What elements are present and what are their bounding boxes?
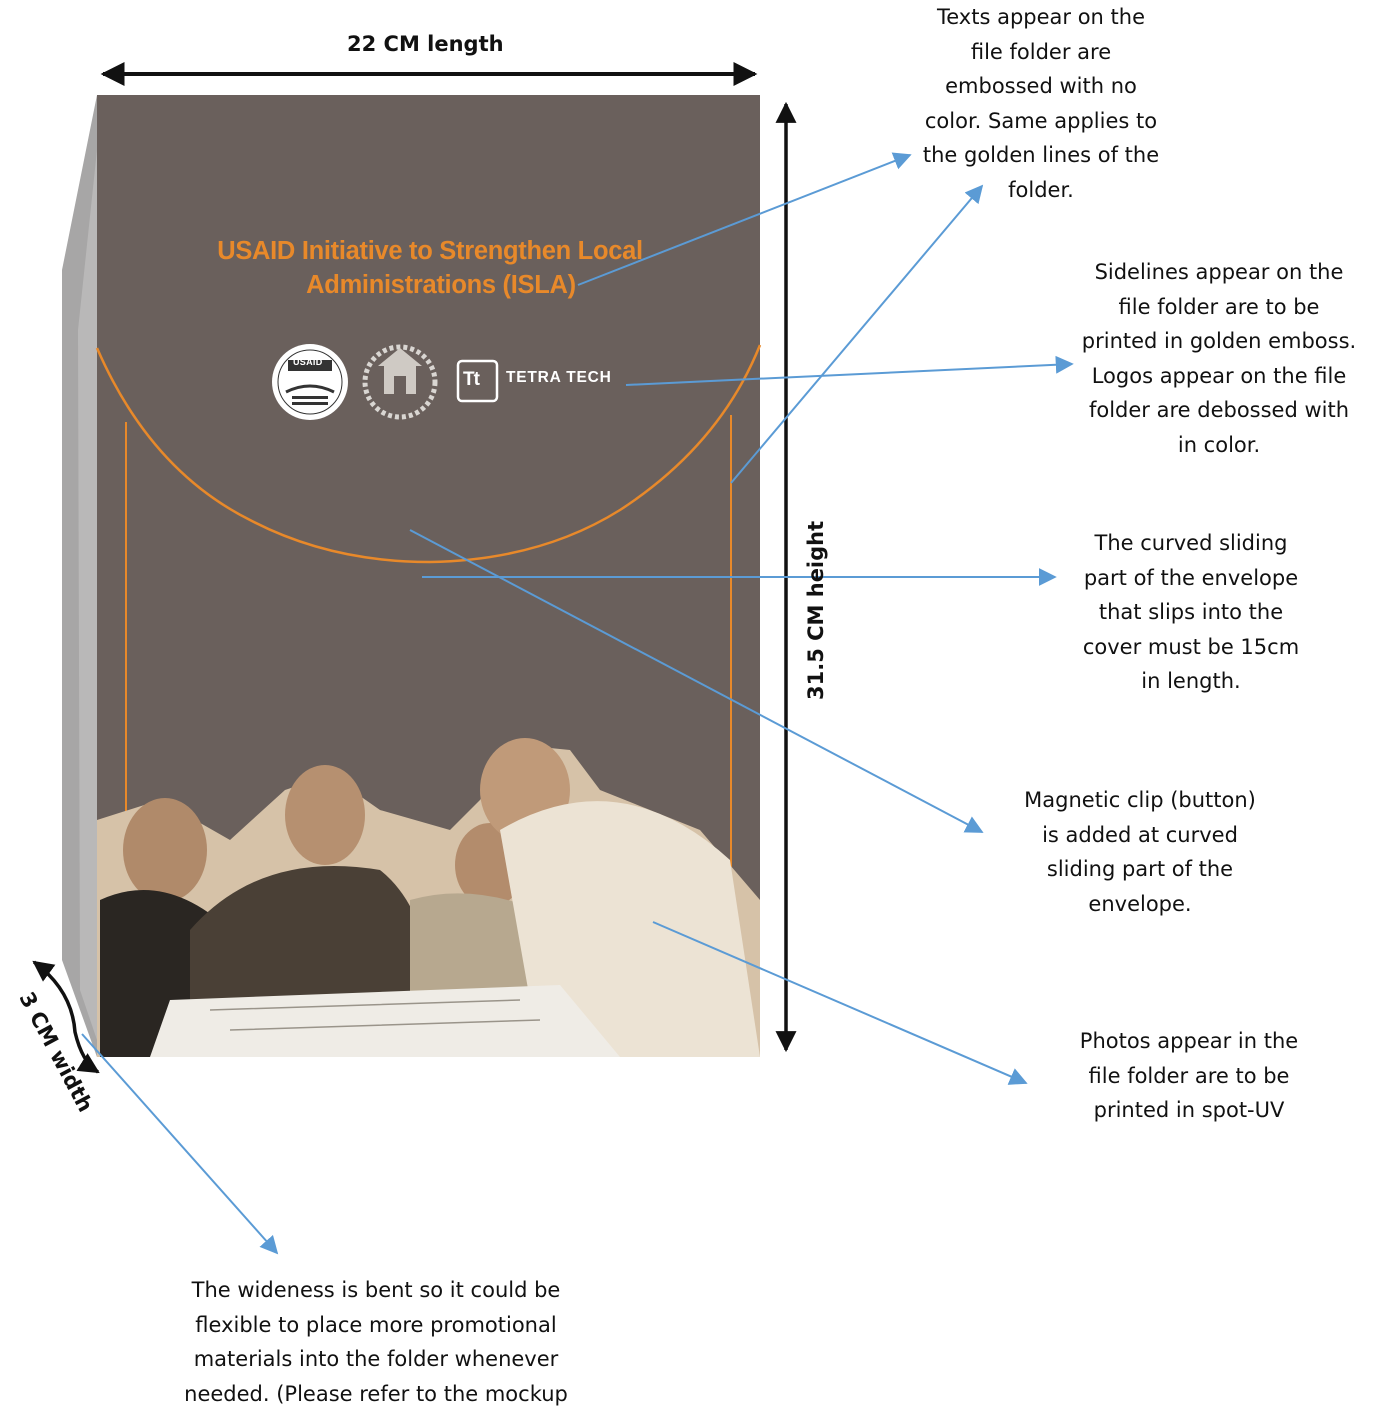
tetratech-logo — [456, 359, 499, 403]
sidelines-line: Sidelines appear on the — [1094, 260, 1344, 284]
photos-line: printed in spot-UV — [1093, 1098, 1285, 1123]
wideness-line: The wideness is bent so it could be — [191, 1278, 561, 1302]
height-label: 31.5 CM height — [804, 520, 828, 700]
curved-part-line: part of the envelope — [1083, 565, 1299, 590]
arrow-to-wideness-note — [81, 1033, 279, 1255]
folder-spine-highlight — [78, 150, 97, 1040]
wideness-line: materials into the folder whenever — [193, 1347, 559, 1372]
tetratech-logo-mark: Tt — [463, 369, 480, 390]
magnetic-clip-line: sliding part of the — [1046, 857, 1234, 882]
curved-part-line: The curved sliding — [1094, 531, 1288, 555]
sidelines-line: in color. — [1177, 432, 1261, 457]
arrow-to-emboss-note-1 — [577, 152, 912, 286]
magnetic-clip-note: Magnetic clip (button) is added at curve… — [1010, 783, 1270, 921]
usaid-logo — [272, 344, 348, 420]
wideness-line: needed. (Please refer to the mockup — [184, 1381, 568, 1406]
sidelines-note: Sidelines appear on the file folder are … — [1074, 255, 1364, 463]
wideness-line: flexible to place more promotional — [195, 1312, 557, 1337]
sidelines-line: printed in golden emboss. — [1081, 329, 1357, 354]
magnetic-clip-line: is added at curved — [1042, 822, 1238, 847]
curved-flap-line — [95, 344, 762, 564]
width-dimension-arrow — [32, 960, 100, 1074]
folder-title-line-1: USAID Initiative to Strengthen Local — [217, 237, 643, 265]
arrow-to-photos-note — [652, 921, 1028, 1085]
emboss-text-note: Texts appear on the file folder are embo… — [912, 0, 1170, 208]
tetratech-logo-text: TETRA TECH — [506, 369, 612, 386]
sidelines-line: Logos appear on the file — [1091, 363, 1347, 388]
sidelines-line: file folder are to be — [1118, 294, 1320, 319]
folder-title-line-2: Administrations (ISLA) — [306, 271, 576, 299]
curved-part-note: The curved sliding part of the envelope … — [1066, 526, 1316, 699]
curved-part-line: in length. — [1141, 669, 1241, 694]
sidelines-line: folder are debossed with — [1088, 398, 1350, 423]
photos-line: Photos appear in the — [1079, 1029, 1299, 1053]
length-label: 22 CM length — [347, 32, 504, 56]
wideness-note: The wideness is bent so it could be flex… — [170, 1273, 582, 1411]
emboss-text-line: folder. — [1008, 177, 1074, 202]
photos-line: file folder are to be — [1088, 1063, 1290, 1088]
emboss-text-line: file folder are — [970, 39, 1112, 64]
photos-note: Photos appear in the file folder are to … — [1062, 1024, 1316, 1128]
folder-title: USAID Initiative to Strengthen Local Adm… — [150, 234, 710, 302]
emboss-text-line: Texts appear on the — [936, 5, 1145, 29]
curved-part-line: that slips into the — [1098, 600, 1284, 625]
emboss-text-line: the golden lines of the — [922, 143, 1160, 168]
magnetic-clip-line: envelope. — [1088, 891, 1192, 916]
magnetic-clip-line: Magnetic clip (button) — [1024, 788, 1256, 812]
curved-part-line: cover must be 15cm — [1082, 634, 1300, 659]
team-photo — [97, 738, 760, 1057]
arrow-to-magnetic-clip-note — [409, 529, 984, 833]
emboss-text-line: color. Same applies to — [924, 108, 1158, 133]
afghanistan-emblem — [362, 344, 438, 420]
arrow-to-emboss-note-2 — [730, 184, 984, 484]
emboss-text-line: embossed with no — [945, 74, 1137, 99]
usaid-logo-text: USAID — [293, 357, 323, 367]
arrow-to-sidelines-note — [625, 355, 1074, 386]
